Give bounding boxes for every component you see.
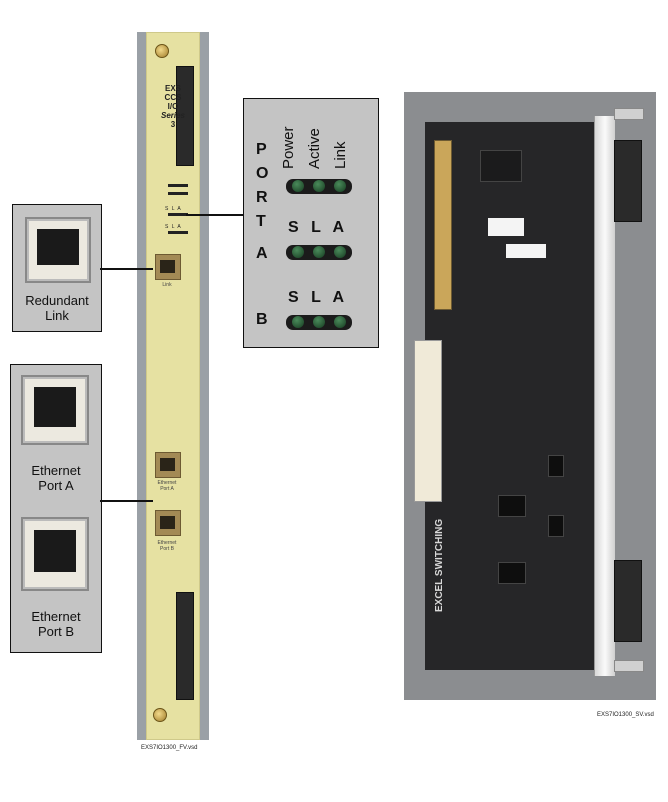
board-label-sticker-2 xyxy=(506,244,546,258)
active-led xyxy=(313,180,325,192)
port-letter-p: P xyxy=(256,141,267,158)
ethernet-port-b-callout-opening xyxy=(34,530,76,572)
mini-led-row-a-strip xyxy=(168,213,188,216)
port-b-l-led xyxy=(313,316,325,328)
link-jack-label: Link xyxy=(162,282,172,288)
port-b-a-led xyxy=(334,316,346,328)
side-view-caption: EXS7IO1300_SV.vsd xyxy=(597,712,654,718)
board-chip-4 xyxy=(548,455,564,477)
led-panel-leader-line xyxy=(186,214,243,216)
board-connector-top xyxy=(434,140,452,310)
led-panel-callout: P O R T A B Power Active Link S L A S L … xyxy=(243,98,379,348)
ethernet-port-a-jack-label: Ethernet Port A xyxy=(157,480,177,492)
faceplate-label: EXS CCS I/O Series 3 xyxy=(160,84,186,129)
top-screw xyxy=(155,44,169,58)
active-label: Active xyxy=(306,128,323,169)
ethernet-port-b-callout-label: Ethernet Port B xyxy=(31,609,81,639)
ethernet-port-a-jack xyxy=(155,452,181,478)
ethernet-port-b-jack xyxy=(155,510,181,536)
excel-switching-logo: EXCEL SWITCHING xyxy=(434,518,445,612)
side-top-ejector xyxy=(614,140,642,222)
mini-led-power-strip xyxy=(168,184,188,187)
mini-led-active-strip xyxy=(168,192,188,195)
power-led xyxy=(292,180,304,192)
port-letter-o: O xyxy=(256,165,269,182)
link-led xyxy=(334,180,346,192)
ethernet-port-a-callout-opening xyxy=(34,387,76,427)
board-chip-5 xyxy=(548,515,564,537)
board-chip-1 xyxy=(498,495,526,517)
port-a-led-row xyxy=(286,245,352,260)
side-bottom-ejector xyxy=(614,560,642,642)
board-chip-2 xyxy=(498,562,526,584)
top-led-row xyxy=(286,179,352,194)
faceplate-rail xyxy=(594,116,615,676)
port-letter-t: T xyxy=(256,213,266,230)
mini-led-row-b-label: S L A xyxy=(165,224,182,230)
redundant-link-jack xyxy=(25,217,91,283)
board-connector-middle xyxy=(414,340,442,502)
redundant-link-jack-opening xyxy=(37,229,79,265)
bottom-ejector-handle xyxy=(176,592,194,700)
port-a-a-led xyxy=(334,246,346,258)
ethernet-port-b-callout-jack xyxy=(21,517,89,591)
power-label: Power xyxy=(280,126,297,169)
ethernet-port-b-jack-label: Ethernet Port B xyxy=(157,540,177,552)
front-view-caption: EXS7IO1300_FV.vsd xyxy=(141,745,198,751)
ethernet-ports-callout: Ethernet Port A Ethernet Port B xyxy=(10,364,102,653)
port-a-l-led xyxy=(313,246,325,258)
mini-led-row-a-label: S L A xyxy=(165,206,182,212)
port-a-s-led xyxy=(292,246,304,258)
port-a-sla-labels: S L A xyxy=(288,219,349,236)
mini-led-row-b-strip xyxy=(168,231,188,234)
top-rail-bracket xyxy=(614,108,644,120)
ethernet-port-a-callout-jack xyxy=(21,375,89,445)
bottom-screw xyxy=(153,708,167,722)
board-label-sticker-1 xyxy=(488,218,524,236)
top-ejector-handle xyxy=(176,66,194,166)
port-b-led-row xyxy=(286,315,352,330)
link-jack xyxy=(155,254,181,280)
ethernet-ports-leader-line xyxy=(100,500,153,502)
redundant-link-callout: Redundant Link xyxy=(12,204,102,332)
redundant-link-leader-line xyxy=(100,268,153,270)
port-b-sla-labels: S L A xyxy=(288,289,349,306)
ethernet-port-a-callout-label: Ethernet Port A xyxy=(31,463,81,493)
port-a-letter: A xyxy=(256,245,268,262)
board-chip-3 xyxy=(480,150,522,182)
port-letter-r: R xyxy=(256,189,268,206)
bottom-rail-bracket xyxy=(614,660,644,672)
link-label: Link xyxy=(332,141,349,169)
port-b-letter: B xyxy=(256,311,268,328)
redundant-link-label: Redundant Link xyxy=(25,293,89,323)
port-b-s-led xyxy=(292,316,304,328)
